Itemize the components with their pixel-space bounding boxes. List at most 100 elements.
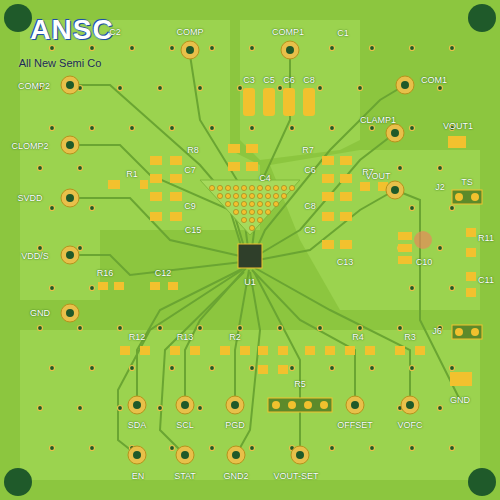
via <box>50 126 55 131</box>
via <box>170 366 175 371</box>
via <box>265 193 270 198</box>
via <box>209 185 214 190</box>
silkscreen-label: R16 <box>97 269 114 278</box>
silkscreen-label: OFFSET <box>337 421 373 430</box>
silkscreen-label: C2 <box>109 28 121 37</box>
test-point <box>61 304 79 322</box>
via <box>241 209 246 214</box>
silkscreen-label: VDD/S <box>21 252 49 261</box>
test-points <box>61 41 419 464</box>
via <box>50 46 55 51</box>
silkscreen-label: COMP1 <box>272 28 304 37</box>
via <box>38 246 43 251</box>
header-pins <box>268 190 482 412</box>
company-name: All New Semi Co <box>19 58 102 69</box>
silkscreen-label: R4 <box>352 333 364 342</box>
via <box>198 326 203 331</box>
via <box>318 86 323 91</box>
via <box>233 209 238 214</box>
silkscreen-label: CLAMP1 <box>360 116 396 125</box>
smd-pads <box>98 88 476 386</box>
via <box>370 366 375 371</box>
silkscreen-label: C8 <box>303 76 315 85</box>
via <box>78 406 83 411</box>
silkscreen-label: VOFC <box>397 421 422 430</box>
silkscreen-label: GND <box>30 309 50 318</box>
via <box>158 326 163 331</box>
via <box>410 286 415 291</box>
test-point <box>61 136 79 154</box>
via <box>225 185 230 190</box>
silkscreen-label: R7 <box>302 146 314 155</box>
highlight-dot <box>414 231 432 249</box>
via <box>210 446 215 451</box>
silkscreen-label: R7 <box>362 168 374 177</box>
via <box>410 126 415 131</box>
via <box>358 86 363 91</box>
via <box>170 126 175 131</box>
via <box>257 201 262 206</box>
via <box>410 446 415 451</box>
via <box>50 206 55 211</box>
via <box>118 326 123 331</box>
via <box>273 193 278 198</box>
silkscreen-label: R13 <box>177 333 194 342</box>
thermal-vias <box>209 185 294 230</box>
silkscreen-label: GND2 <box>223 472 248 481</box>
via <box>290 126 295 131</box>
silkscreen-label: J2 <box>435 183 445 192</box>
via <box>450 286 455 291</box>
silkscreen-label: R5 <box>294 380 306 389</box>
via <box>249 193 254 198</box>
via <box>450 366 455 371</box>
test-point <box>128 396 146 414</box>
silkscreen-label: PGD <box>225 421 245 430</box>
via-array <box>38 46 455 451</box>
traces <box>70 55 460 455</box>
via <box>90 126 95 131</box>
silkscreen-label: C15 <box>185 226 202 235</box>
silkscreen-label: C5 <box>304 226 316 235</box>
silkscreen-label: COMP <box>177 28 204 37</box>
via <box>118 86 123 91</box>
via <box>38 406 43 411</box>
silkscreen-label: CLOMP2 <box>11 142 48 151</box>
via <box>318 326 323 331</box>
silkscreen-label: C9 <box>184 202 196 211</box>
logo-text: ANSC <box>30 16 113 44</box>
via <box>238 86 243 91</box>
silkscreen-label: VOUT-SET <box>273 472 318 481</box>
via <box>249 225 254 230</box>
via <box>250 446 255 451</box>
via <box>130 126 135 131</box>
via <box>210 126 215 131</box>
via <box>233 185 238 190</box>
via <box>90 46 95 51</box>
via <box>158 406 163 411</box>
via <box>198 406 203 411</box>
via <box>158 86 163 91</box>
via <box>130 366 135 371</box>
via <box>450 206 455 211</box>
via <box>281 185 286 190</box>
via <box>398 166 403 171</box>
via <box>370 446 375 451</box>
via <box>370 126 375 131</box>
silkscreen-label: SVDD <box>17 194 42 203</box>
via <box>257 193 262 198</box>
via <box>241 217 246 222</box>
silkscreen-label: R8 <box>187 146 199 155</box>
via <box>78 246 83 251</box>
via <box>90 286 95 291</box>
silkscreen-label: J6 <box>432 327 442 336</box>
via <box>198 86 203 91</box>
ic-u1 <box>238 244 262 268</box>
silkscreen-label: U1 <box>244 278 256 287</box>
via <box>265 209 270 214</box>
via <box>281 193 286 198</box>
via <box>210 46 215 51</box>
silkscreen-label: VOUT1 <box>443 122 473 131</box>
via <box>90 446 95 451</box>
test-point <box>281 41 299 59</box>
thermal-pad-area <box>200 180 300 235</box>
